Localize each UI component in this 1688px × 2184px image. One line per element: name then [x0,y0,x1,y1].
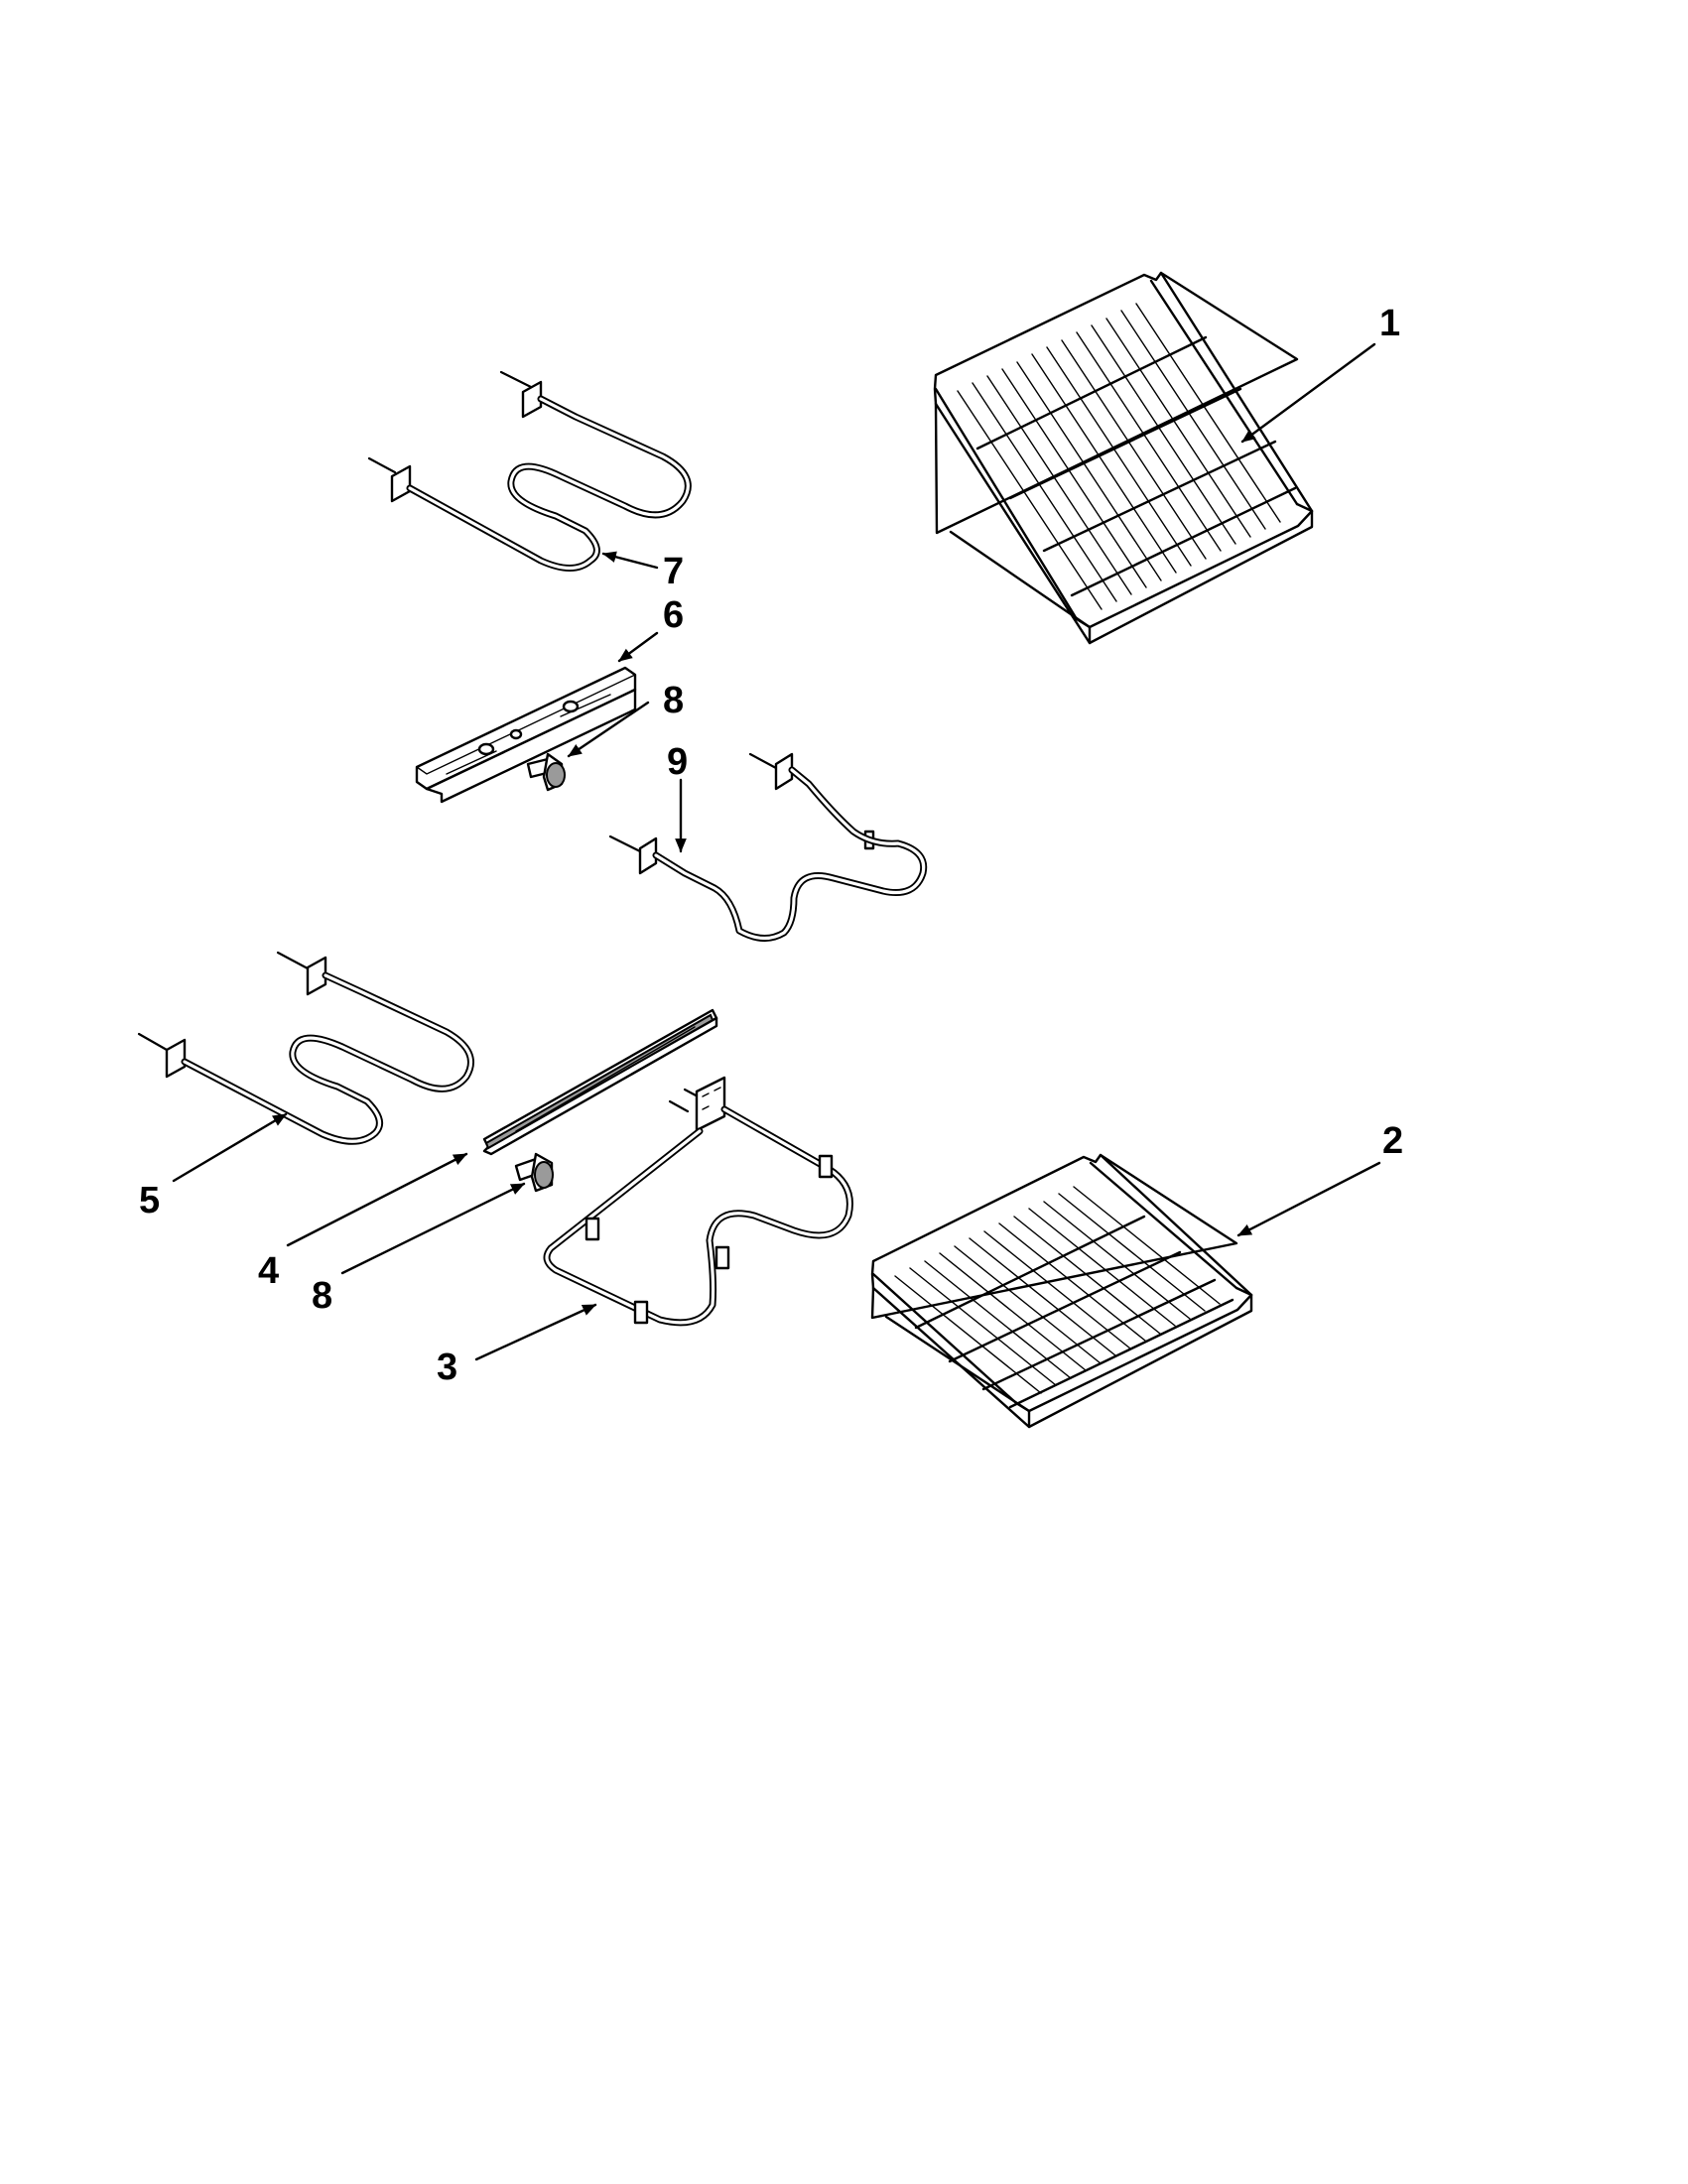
callout-labels: 1 2 3 4 5 6 7 8 8 9 [139,303,1403,1388]
callout-2: 2 [1382,1120,1403,1162]
screw-upper [526,752,566,792]
leader-lines [172,342,1381,1361]
callout-3: 3 [437,1347,457,1388]
callout-1: 1 [1379,303,1400,344]
callout-5: 5 [139,1180,160,1221]
leader-6 [617,631,659,663]
leader-4 [286,1152,468,1247]
oven-rack-lower [870,1153,1253,1429]
leader-8a [567,701,650,758]
leader-5 [172,1112,288,1183]
element-rail [482,1008,718,1156]
callout-8-upper: 8 [663,680,684,721]
element-bracket [415,666,637,804]
broil-element-upper [367,370,692,572]
leader-3 [474,1303,597,1361]
callout-8-lower: 8 [312,1275,332,1317]
oven-rack-upper [933,271,1314,645]
callout-9: 9 [667,741,688,783]
bake-element-upper [608,752,928,942]
leader-8b [340,1182,526,1275]
callout-6: 6 [663,594,684,636]
callout-7: 7 [663,551,684,592]
callout-4: 4 [258,1250,279,1292]
leader-1 [1240,342,1376,444]
leader-2 [1236,1161,1381,1237]
broil-element-lower [137,951,474,1145]
screw-lower [514,1152,554,1193]
leader-7 [601,551,659,570]
bake-element-lower [543,1076,853,1327]
